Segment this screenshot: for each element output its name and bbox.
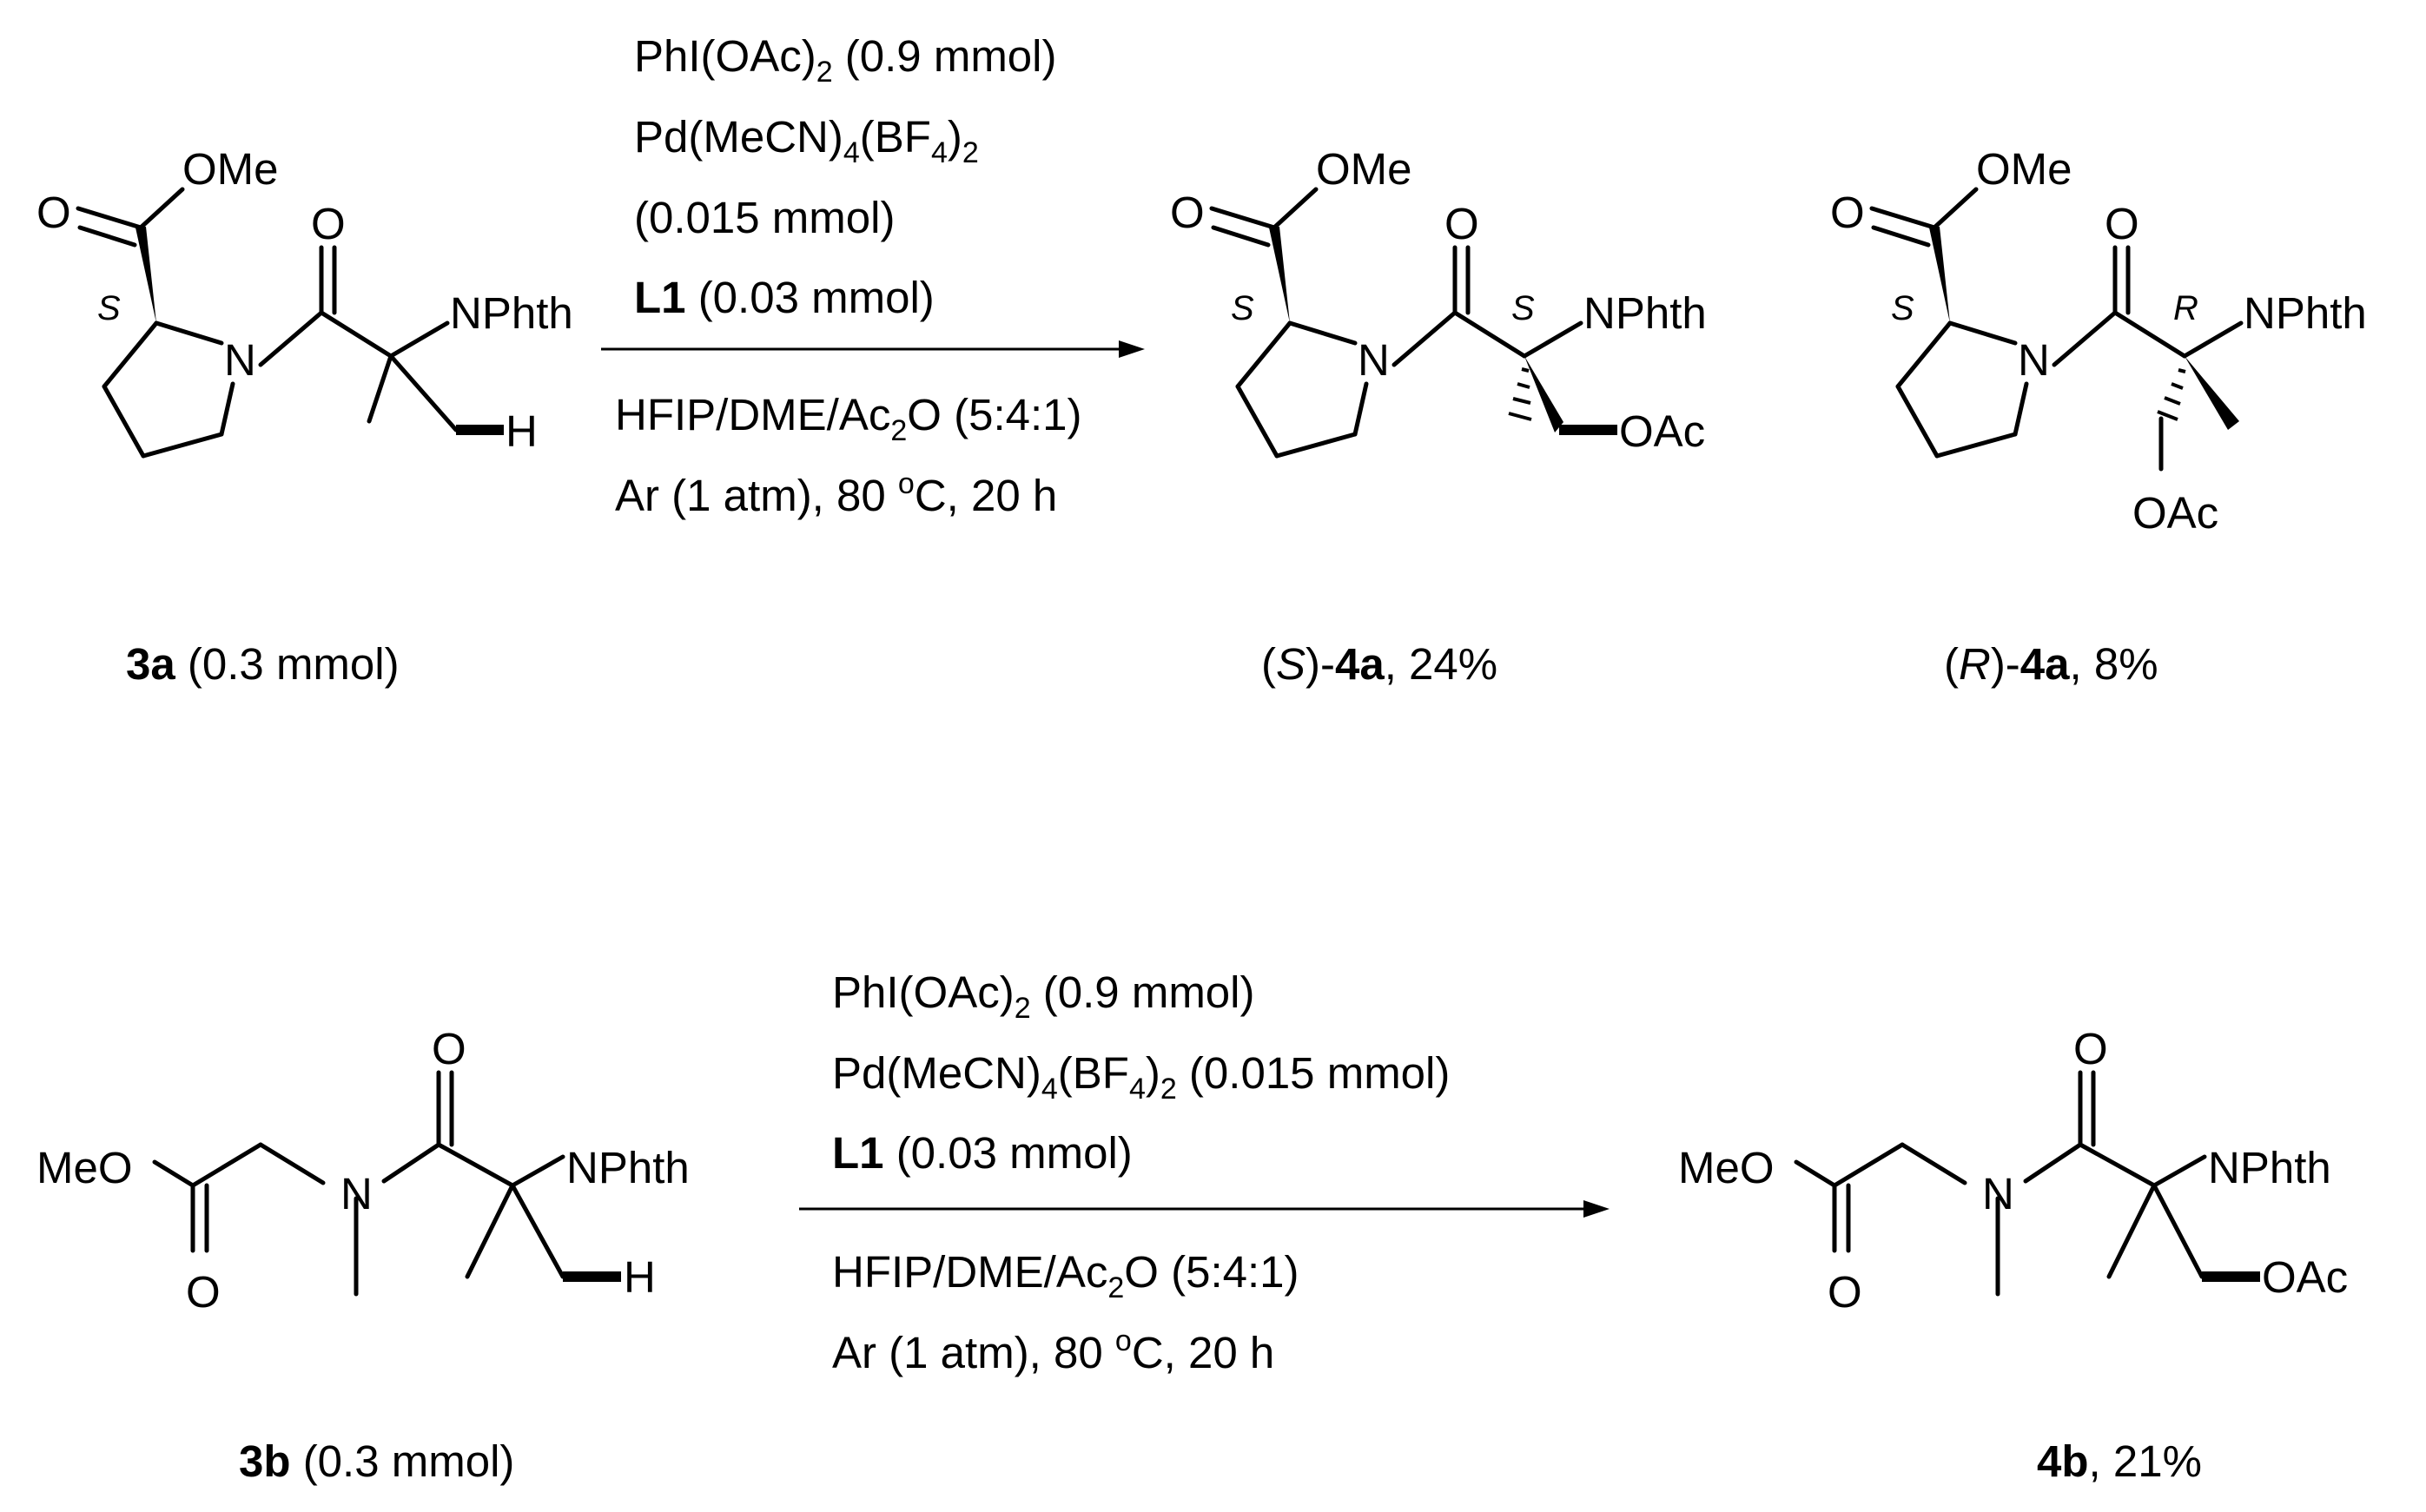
acetoxy-group: OAc [1619, 406, 1705, 456]
amide-carbonyl-oxygen: O [2073, 1024, 2108, 1073]
methoxy-group: OMe [182, 144, 279, 194]
methoxy-group: MeO [1678, 1143, 1775, 1192]
condition-catalyst: Pd(MeCN)4(BF4)2 (0.015 mmol) [832, 1048, 1450, 1106]
phthalimido-group: NPhth [2208, 1143, 2331, 1192]
amide-carbonyl-oxygen: O [2105, 199, 2139, 248]
reaction-a: O OMe O N NPhth H S 3a (0.3 mmol) PhI(OA… [36, 31, 2367, 689]
amide-carbonyl-oxygen: O [1444, 199, 1479, 248]
condition-solvent: HFIP/DME/Ac2O (5:4:1) [615, 390, 1082, 447]
stereo-descriptor-ring: S [1891, 289, 1914, 327]
phthalimido-group: NPhth [450, 288, 573, 338]
condition-temperature: Ar (1 atm), 80 oC, 20 h [615, 467, 1057, 520]
product-s-4a-bonds [1209, 187, 1617, 459]
product-s-4a: O OMe O N NPhth OAc S S (S)-4a, 24% [1170, 144, 1707, 689]
substrate-3b: MeO O N O NPhth H 3b (0.3 mmol) [36, 1024, 690, 1486]
reaction-b: MeO O N O NPhth H 3b (0.3 mmol) PhI(OAc)… [36, 967, 2348, 1486]
conditions-a: PhI(OAc)2 (0.9 mmol) Pd(MeCN)4(BF4)2 (0.… [601, 31, 1145, 520]
substrate-3a-bonds [76, 187, 504, 459]
condition-temperature: Ar (1 atm), 80 oC, 20 h [832, 1324, 1274, 1377]
hydrogen-atom: H [624, 1252, 656, 1302]
condition-ligand: L1 (0.03 mmol) [832, 1128, 1133, 1178]
condition-ligand: L1 (0.03 mmol) [634, 273, 935, 322]
hydrogen-atom: H [506, 406, 538, 456]
arrowhead-b [1583, 1200, 1610, 1218]
product-4b-bonds [1794, 1070, 2260, 1297]
compound-label-s-4a: (S)-4a, 24% [1261, 639, 1497, 689]
product-r-4a-bonds [1869, 187, 2244, 472]
product-4b: MeO O N O NPhth OAc 4b, 21% [1678, 1024, 2348, 1486]
methoxy-group: OMe [1316, 144, 1412, 194]
ester-carbonyl-oxygen: O [36, 188, 71, 237]
amide-carbonyl-oxygen: O [311, 199, 346, 248]
ester-carbonyl-oxygen: O [1170, 188, 1205, 237]
product-r-4a: O OMe O N NPhth OAc S R (R)-4a, 8% [1830, 144, 2367, 689]
condition-oxidant: PhI(OAc)2 (0.9 mmol) [634, 31, 1057, 89]
ester-carbonyl-oxygen: O [1830, 188, 1865, 237]
condition-solvent: HFIP/DME/Ac2O (5:4:1) [832, 1247, 1299, 1304]
compound-label-3a: 3a (0.3 mmol) [126, 639, 400, 689]
conditions-b: PhI(OAc)2 (0.9 mmol) Pd(MeCN)4(BF4)2 (0.… [799, 967, 1610, 1377]
compound-label-3b: 3b (0.3 mmol) [239, 1436, 514, 1486]
condition-oxidant: PhI(OAc)2 (0.9 mmol) [832, 967, 1255, 1025]
stereo-descriptor-ring: S [97, 289, 121, 327]
methoxy-group: OMe [1976, 144, 2072, 194]
compound-label-r-4a: (R)-4a, 8% [1944, 639, 2158, 689]
amide-nitrogen: N [1358, 335, 1390, 385]
amide-nitrogen: N [340, 1169, 373, 1218]
condition-catalyst-amount: (0.015 mmol) [634, 193, 895, 242]
arrowhead-a [1119, 340, 1145, 358]
amide-nitrogen: N [2018, 335, 2050, 385]
substrate-3b-bonds [152, 1070, 621, 1297]
methoxy-group: MeO [36, 1143, 133, 1192]
stereo-descriptor-ring: S [1231, 289, 1254, 327]
amide-nitrogen: N [224, 335, 256, 385]
compound-label-4b: 4b, 21% [2037, 1436, 2202, 1486]
ester-carbonyl-oxygen: O [1828, 1267, 1862, 1317]
substrate-3a: O OMe O N NPhth H S 3a (0.3 mmol) [36, 144, 573, 689]
condition-catalyst: Pd(MeCN)4(BF4)2 [634, 112, 979, 169]
acetoxy-group: OAc [2262, 1252, 2348, 1302]
ester-carbonyl-oxygen: O [186, 1267, 221, 1317]
stereo-descriptor-quaternary: S [1511, 289, 1535, 327]
acetoxy-group: OAc [2132, 488, 2218, 538]
phthalimido-group: NPhth [566, 1143, 690, 1192]
amide-nitrogen: N [1982, 1169, 2014, 1218]
amide-carbonyl-oxygen: O [432, 1024, 466, 1073]
hashed-methylene-bond [2157, 368, 2186, 421]
hashed-methyl-bond [1508, 367, 1532, 421]
phthalimido-group: NPhth [1583, 288, 1707, 338]
phthalimido-group: NPhth [2244, 288, 2367, 338]
stereo-descriptor-quaternary: R [2173, 289, 2198, 327]
